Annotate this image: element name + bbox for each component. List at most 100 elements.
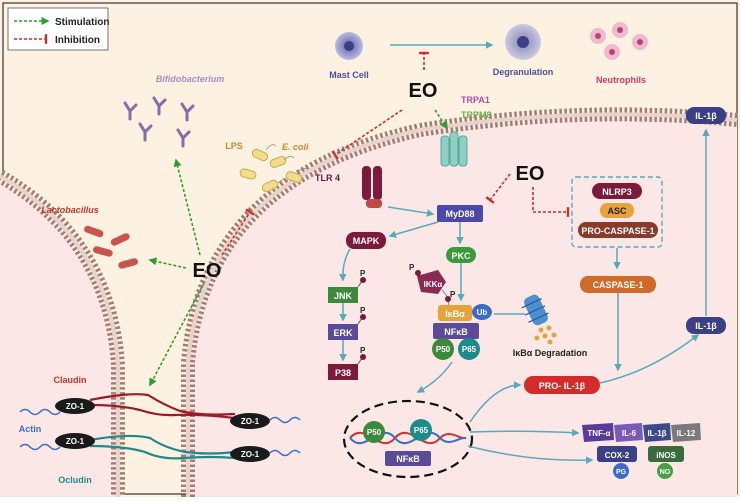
mapk-to-jnk-arrow — [338, 248, 351, 282]
inflammasome-box — [571, 176, 663, 248]
no-label: NO — [660, 469, 671, 476]
tnfa-node — [582, 423, 614, 442]
il1b-node-secreted — [686, 107, 726, 124]
eo-stimulates-lactobacillus — [148, 257, 187, 269]
il12-label: IL-12 — [677, 429, 696, 438]
nucleus-to-enzymes-arrow — [467, 445, 594, 464]
zo1-label-right-bottom: ZO-1 — [241, 450, 260, 459]
pkc-node — [446, 247, 476, 263]
pro-il1b-node — [524, 376, 600, 394]
ikka-node — [417, 270, 446, 294]
legend: Stimulation Inhibition — [7, 7, 109, 51]
ecoli-label: E. coli — [282, 142, 309, 152]
left-cell-membrane-core — [0, 174, 120, 497]
p65-node — [458, 338, 480, 360]
il6-node — [614, 423, 643, 442]
pro-caspase1-label: PRO-CASPASE-1 — [581, 226, 654, 236]
actin-filament-left-bottom — [19, 443, 61, 451]
ikka-phospho-label: P — [409, 263, 415, 272]
eo-inhibits-tlr4 — [331, 109, 403, 160]
nucleus-p65-node — [410, 419, 432, 441]
zo1-label-left-top: ZO-1 — [66, 402, 85, 411]
ubiquitin-node — [472, 304, 492, 320]
right-cell-membrane-core — [186, 112, 738, 497]
occludin-strand-1 — [89, 434, 236, 455]
nucleus-p65-label: P65 — [414, 426, 429, 435]
tnfa-label: TNF-α — [587, 429, 610, 438]
il1b-label-secreted: IL-1β — [695, 111, 717, 121]
ikka-label: IKKα — [424, 280, 443, 289]
pro-il1b-label: PRO- IL-1β — [539, 381, 586, 391]
nfkb-node — [433, 323, 479, 339]
nfkb-label: NFκB — [444, 327, 468, 337]
eo-inhibits-lps — [221, 208, 255, 256]
proteasome-icon — [521, 294, 549, 326]
nucleus-p50-node — [363, 421, 385, 443]
jnk-node — [328, 287, 358, 303]
p50-label: P50 — [436, 345, 451, 354]
degranulation-label: Degranulation — [493, 67, 554, 77]
nucleus-to-cytokines-arrow — [469, 428, 580, 437]
caspase1-label: CASPASE-1 — [593, 280, 644, 290]
claudin-label: Claudin — [54, 375, 87, 385]
inos-node — [648, 446, 684, 462]
trpm8-label: TRPM8 — [461, 110, 492, 120]
ikba-degradation-label: IκBα Degradation — [513, 348, 588, 358]
actin-filament-right-top — [269, 416, 301, 424]
il1b-node-cytoplasm — [686, 317, 726, 334]
nucleus — [342, 399, 474, 479]
claudin-strand-2 — [89, 403, 236, 420]
ikba-node — [438, 305, 472, 321]
erk-node — [328, 324, 358, 340]
nucleus-nfkb-label: NFκB — [396, 454, 420, 464]
nucleus-nfkb-node — [385, 451, 431, 466]
p38-phospho-label: P — [360, 346, 366, 355]
ikba-phospho-label: P — [450, 290, 456, 299]
ikka-phospho-dot — [415, 270, 421, 276]
p38-node — [328, 364, 358, 380]
mapk-label: MAPK — [353, 236, 380, 246]
il6-label: IL-6 — [622, 429, 637, 438]
pg-node — [613, 463, 629, 479]
nucleus-to-pro-il1b-arrow — [469, 381, 522, 423]
mapk-node — [346, 232, 386, 249]
pro-caspase1-node — [578, 222, 658, 238]
neutrophils-icon — [590, 22, 648, 60]
actin-filament-left-top — [19, 408, 61, 416]
eo-inhibits-myd88 — [485, 173, 511, 204]
eo-label-left: EO — [193, 260, 222, 282]
ecoli-bacteria-icon — [239, 144, 309, 193]
p50-node — [432, 338, 454, 360]
actin-label: Actin — [19, 424, 42, 434]
occludin-label: Ocludin — [58, 475, 92, 485]
asc-node — [600, 203, 634, 218]
cox2-label: COX-2 — [605, 451, 630, 460]
eo-label-top: EO — [409, 80, 438, 102]
bifidobacterium-icon — [123, 96, 195, 148]
zo1-node-left-top — [55, 398, 95, 414]
degranulated-mast-cell — [505, 24, 541, 60]
cytokine-il1b-label: IL-1β — [647, 429, 666, 438]
myd88-node — [437, 205, 483, 222]
myd88-to-mapk-arrow — [388, 221, 439, 238]
caspase1-node — [580, 276, 656, 293]
il12-node — [671, 423, 701, 442]
erk-phospho-label: P — [360, 306, 366, 315]
ikba-label: IκBα — [445, 309, 465, 319]
degradation-fragments — [534, 325, 557, 345]
zo1-node-right-bottom — [230, 446, 270, 462]
erk-label: ERK — [333, 328, 353, 338]
jnk-label: JNK — [334, 291, 353, 301]
tlr4-label: TLR 4 — [315, 173, 340, 183]
eo-stimulates-trp — [434, 109, 448, 130]
asc-label: ASC — [607, 206, 627, 216]
cytokine-il1b-node — [643, 423, 671, 442]
nlrp3-node — [592, 183, 642, 199]
tlr4-to-myd88-arrow — [387, 206, 435, 217]
lps-label: LPS — [225, 141, 243, 151]
lactobacillus-icon — [84, 225, 138, 269]
no-node — [657, 463, 673, 479]
eo-stimulates-bifidobacterium — [173, 158, 201, 256]
zo1-node-right-top — [230, 413, 270, 429]
